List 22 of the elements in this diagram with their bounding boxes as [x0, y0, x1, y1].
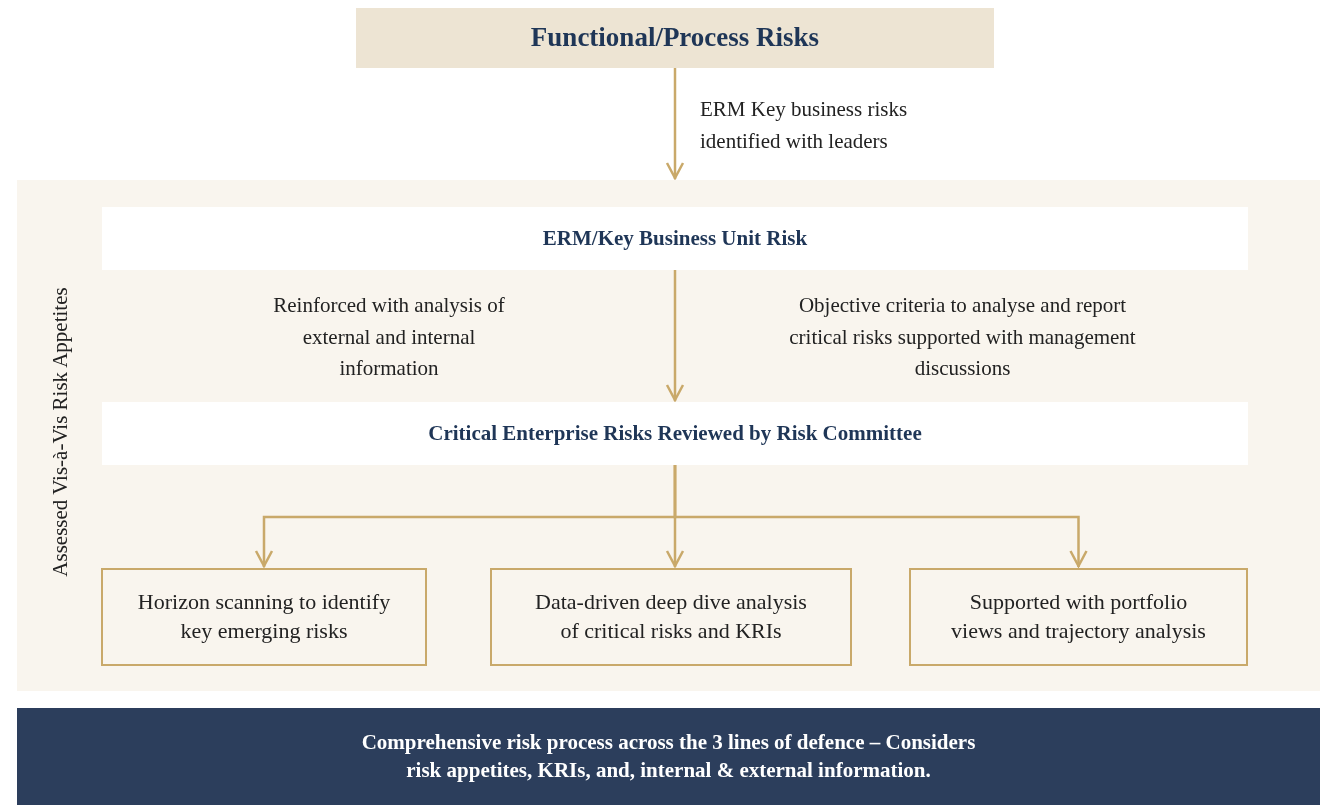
outlined-box: [101, 568, 427, 666]
edge-label: ERM Key business risks identified with leaders: [700, 96, 909, 155]
node-label: Functional/Process Risks: [530, 21, 820, 55]
node-label: Critical Enterprise Risks Reviewed by Risk Committee: [428, 419, 922, 447]
process-box: [102, 207, 1248, 270]
section-band: [17, 180, 1320, 691]
summary-banner: [17, 708, 1320, 805]
vertical-label: Assessed Vis-à-Vis Risk Appetites: [47, 287, 73, 577]
annotation-text: Objective criteria to analyse and report critical risks supported with management discussions: [788, 292, 1137, 382]
node-label: Data-driven deep dive analysis of critical risks and KRIs: [534, 588, 808, 645]
arrow: [665, 68, 685, 180]
outlined-box: [909, 568, 1248, 666]
node-label: Horizon scanning to identify key emerging risks: [136, 588, 392, 645]
node-label: Comprehensive risk process across the 3 lines of defence – Considers risk appetites, KRIs, and, internal & external information.: [360, 729, 977, 784]
annotation-text: Reinforced with analysis of external and internal information: [272, 292, 506, 382]
outlined-box: [490, 568, 852, 666]
arrow: [673, 465, 1088, 568]
title-box: [356, 8, 994, 68]
node-label: ERM/Key Business Unit Risk: [542, 224, 808, 252]
process-box: [102, 402, 1248, 465]
arrow: [665, 270, 685, 402]
node-label: Supported with portfolio views and trajectory analysis: [950, 588, 1207, 645]
